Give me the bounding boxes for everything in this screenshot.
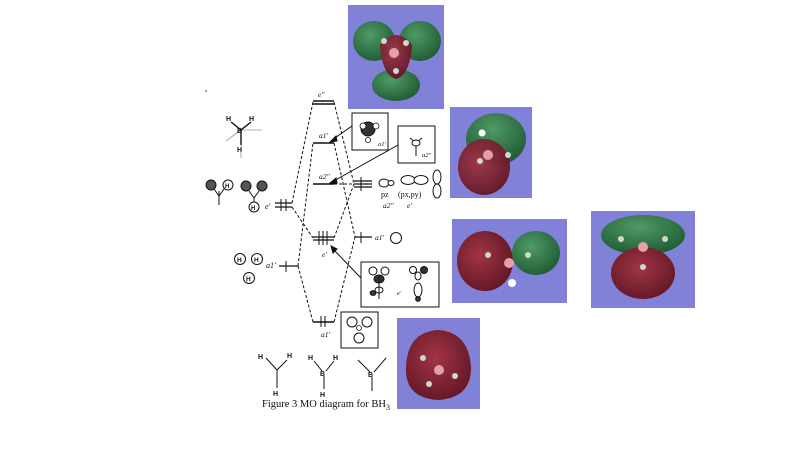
atom-label-h: H	[251, 206, 255, 212]
atom-label-h: H	[258, 354, 263, 361]
atom-label-h: H	[237, 147, 242, 154]
correlation-lines	[291, 101, 356, 323]
label-a2-double-prime-right: a2"	[383, 201, 395, 210]
atom-label-b: B	[368, 372, 373, 379]
mo-render-panel-tilted	[450, 107, 532, 198]
box-e-prime: e'	[360, 261, 440, 308]
label-e-prime-left: e'	[265, 202, 271, 211]
bh3-axis-sketch: H H B H	[225, 116, 262, 158]
box-a1-prime-bottom	[340, 311, 379, 349]
atom-label-b: B	[237, 128, 242, 135]
mo-render-panel-e-double-prime	[348, 5, 444, 109]
caption-text: Figure 3 MO diagram for BH	[262, 399, 386, 410]
label-a1-prime-left: a1'	[266, 261, 276, 270]
stray-dot	[205, 90, 207, 92]
atom-label-h: H	[273, 391, 278, 398]
h3-salc-e-prime-sketches: H H	[205, 179, 268, 213]
mo-render-panel-e-prime-a	[452, 219, 567, 303]
atom-label-h: H	[308, 355, 313, 362]
h3-salc-a1-prime-sketch: H H H	[234, 253, 263, 284]
atom-label-h: H	[287, 353, 292, 360]
label-a2-double-prime-box: a2"	[422, 152, 432, 159]
atom-label-h: H	[225, 184, 229, 190]
atom-label-h: H	[320, 392, 325, 399]
mo-render-panel-a1-prime	[397, 318, 480, 409]
bh3-mo-levels: e" a1' a2" e' a1'	[313, 90, 334, 339]
atom-label-h: H	[237, 257, 242, 264]
label-e-prime-mid: e'	[322, 250, 327, 259]
label-a2-double-prime-mid: a2"	[319, 172, 331, 181]
bh3-structure-sketches: H H H H H B H B	[258, 353, 387, 399]
atom-label-h: H	[226, 116, 231, 123]
label-e-prime-right: e'	[407, 201, 412, 210]
h3-fragment-levels: e' a1'	[265, 199, 298, 272]
box-a1-prime: a1'	[351, 112, 389, 151]
atom-label-b: B	[320, 371, 325, 378]
label-e-double-prime: e"	[318, 90, 325, 99]
caption-subscript: 3	[385, 403, 390, 413]
figure-caption: Figure 3 MO diagram for BH3	[262, 399, 390, 412]
atom-label-h: H	[333, 355, 338, 362]
label-px-py: (px,py)	[398, 190, 422, 199]
box-a2-double-prime: a2"	[397, 125, 436, 164]
label-e-prime-box: e'	[397, 290, 402, 297]
atom-label-h: H	[254, 257, 259, 264]
atom-label-h: H	[246, 276, 251, 283]
b-fragment-levels: a1'	[354, 177, 385, 243]
label-a1-prime-right: a1'	[375, 233, 385, 242]
label-a1-prime-bottom: a1'	[321, 330, 331, 339]
b-atomic-orbital-sketches: pz a2" (px,py) e'	[378, 169, 442, 244]
mo-render-panel-e-prime-b	[591, 211, 695, 308]
label-a1-prime-upper: a1'	[319, 131, 329, 140]
atom-label-h: H	[249, 116, 254, 123]
pointer-arrows	[328, 125, 399, 279]
label-a1-prime-box: a1'	[378, 141, 387, 148]
label-pz: pz	[381, 190, 389, 199]
